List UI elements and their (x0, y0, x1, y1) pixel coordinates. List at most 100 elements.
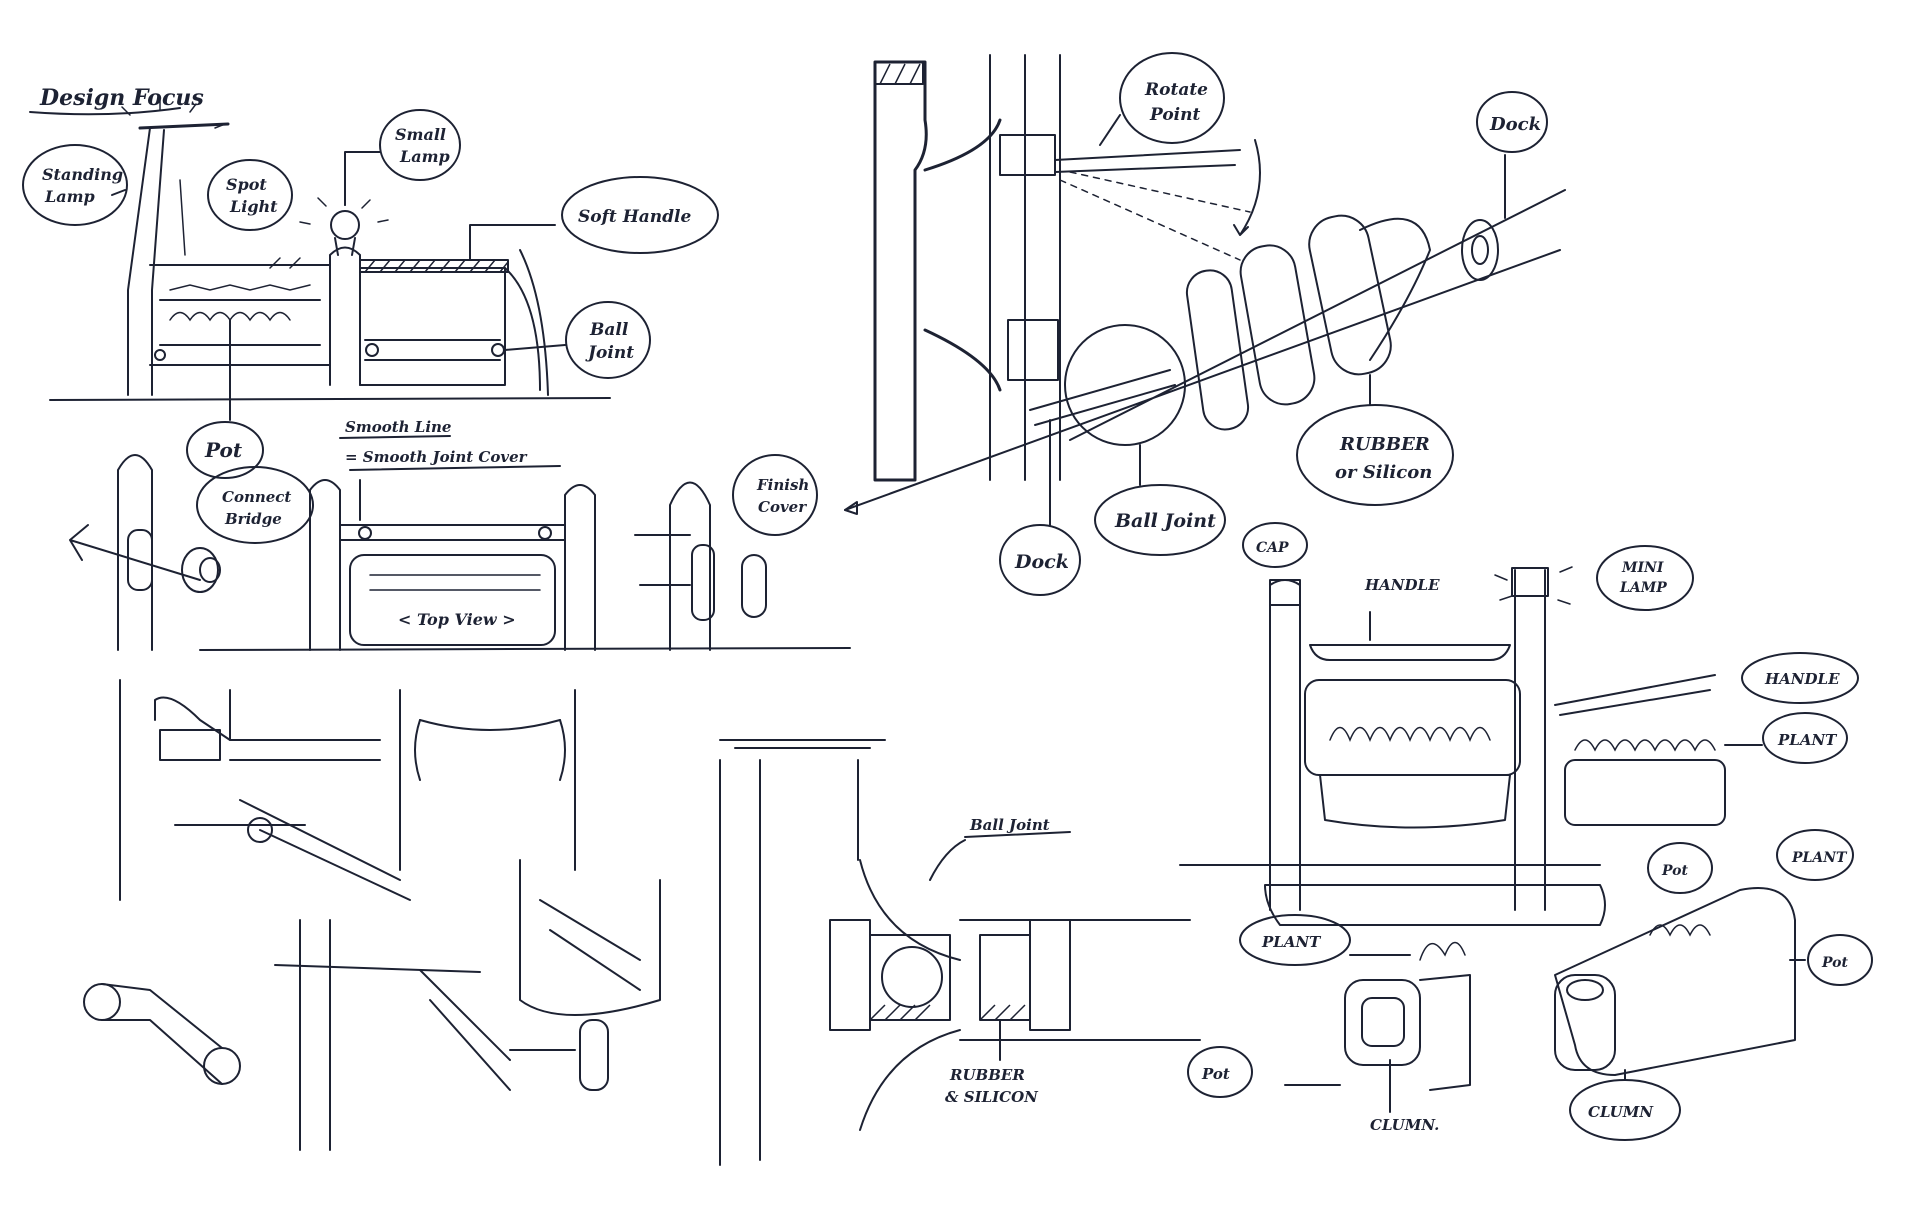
rubber-top-line2: or Silicon (1335, 462, 1432, 483)
pot-1-bubble (1647, 842, 1713, 894)
iso-plants (1649, 924, 1711, 937)
finish-arrows (634, 534, 691, 586)
left-planter (149, 264, 331, 366)
ball-joint-section: Ball Joint RUBBER & SILICON (719, 739, 1201, 1166)
smooth-right-post (564, 484, 596, 651)
soft-handle-bubble (561, 176, 719, 254)
section-hatching (869, 1004, 1026, 1021)
left-column (1269, 579, 1301, 911)
link-end-2 (203, 1047, 241, 1085)
pot-2-bubble (1187, 1046, 1253, 1098)
pot-3-label: Pot (1821, 955, 1848, 971)
column-flare (923, 118, 1002, 392)
smooth-line-underline (339, 435, 451, 439)
rubber-piece-1 (1185, 269, 1250, 431)
right-planter-rails (364, 339, 501, 361)
study-1-ball (247, 817, 273, 843)
joint-dot-1 (365, 343, 379, 357)
rubber-piece-2 (1239, 244, 1316, 406)
small-lamp-line1: Small (395, 125, 446, 144)
plant-3-label: PLANT (1791, 850, 1848, 866)
right-planter (359, 267, 506, 386)
finish-cover-line2: Cover (758, 498, 807, 516)
soft-handle-leader (469, 224, 556, 261)
handle-2-label: HANDLE (1764, 670, 1840, 688)
rotate-shaft (1054, 149, 1241, 173)
section-collar (869, 934, 951, 1021)
ball-joint-top-leader (504, 344, 566, 351)
rail-arrow (844, 501, 858, 515)
handle-2-bar (1554, 674, 1716, 716)
finish-slot (691, 544, 715, 621)
top-view-lines (369, 574, 541, 591)
column-plants (1419, 941, 1466, 961)
standing-lamp-arrow (111, 189, 126, 196)
main-column (873, 60, 928, 482)
planter-system-sketch: CAP HANDLE MINI LAMP HANDLE PLANT PLANT … (1179, 522, 1873, 1141)
section-ball (881, 946, 943, 1008)
joint-dot-3 (154, 349, 166, 361)
lamp-pole (127, 127, 165, 396)
study-1-rail (229, 739, 381, 761)
standing-lamp-line1: Standing (42, 165, 123, 184)
end-column (504, 249, 549, 396)
mini-lamp-block (1511, 567, 1549, 597)
rubber-piece-3 (1308, 214, 1392, 376)
finish-cover-line1: Finish (756, 476, 809, 494)
row2-ground (199, 647, 851, 651)
dock-mid-bubble (999, 524, 1081, 596)
joint-cover-sketch: Connect Bridge Smooth Line = Smooth Join… (69, 418, 851, 651)
iso-column (1554, 974, 1616, 1071)
spot-light-line2: Light (229, 197, 278, 216)
title-underline (29, 107, 181, 116)
lamp-rays (121, 99, 226, 129)
rotate-point-line2: Point (1149, 105, 1200, 125)
rotate-point-bubble (1119, 52, 1225, 144)
standing-lamp-bubble (22, 144, 128, 226)
bridge-ring-inner (199, 557, 221, 583)
mini-lamp-rays (1494, 566, 1573, 605)
pot-1-label: Pot (1661, 863, 1688, 879)
study-2-joint (414, 719, 566, 781)
section-post (719, 739, 886, 1166)
lower-joint-block (1007, 319, 1059, 381)
spot-light-line1: Spot (226, 175, 267, 194)
soft-handle-bar (359, 259, 509, 273)
study-1-column (119, 679, 231, 901)
left-planter-rails (159, 299, 321, 346)
top-view-label: < Top View > (398, 610, 516, 629)
lamp-column (329, 246, 361, 386)
dock-ring-inner (1471, 235, 1489, 265)
connect-bridge-bubble (196, 466, 314, 544)
left-plants (169, 311, 291, 322)
connect-bridge-line1: Connect (222, 488, 291, 506)
rotate-dock-sketch: Rotate Point Dock RUBBER or Silicon Ball… (844, 52, 1566, 596)
study-4-cover (579, 1019, 609, 1091)
dock-top-label: Dock (1489, 114, 1541, 135)
smooth-left-post (309, 479, 341, 651)
link-body (101, 983, 223, 1085)
column-2-label: CLUMN. (1370, 1116, 1439, 1134)
finish-cover-bubble (732, 454, 818, 536)
joint-dot-2 (491, 343, 505, 357)
column-1-label: CLUMN (1588, 1103, 1654, 1121)
finish-post (669, 481, 711, 651)
right-column (1514, 569, 1546, 911)
plant-2-label: PLANT (1261, 933, 1322, 951)
pot-box (1319, 774, 1511, 829)
mini-lamp-line1: MINI (1621, 560, 1664, 576)
top-view-box (349, 554, 556, 646)
smooth-line-label: Smooth Line (345, 418, 451, 436)
ball-joint-mid-label: Ball Joint (1114, 510, 1216, 532)
iso-planter (1554, 887, 1796, 1076)
study-4-axis (274, 964, 481, 973)
soft-handle-label: Soft Handle (578, 207, 691, 227)
small-lamp-bubble (379, 109, 461, 181)
study-3-arm (539, 899, 641, 991)
smooth-joint-underline (349, 465, 561, 471)
handle-2-bubble (1741, 652, 1859, 704)
rubber-top-line1: RUBBER (1339, 434, 1430, 455)
dock-ring (1461, 219, 1499, 281)
ball-joint-sphere (1064, 324, 1186, 446)
